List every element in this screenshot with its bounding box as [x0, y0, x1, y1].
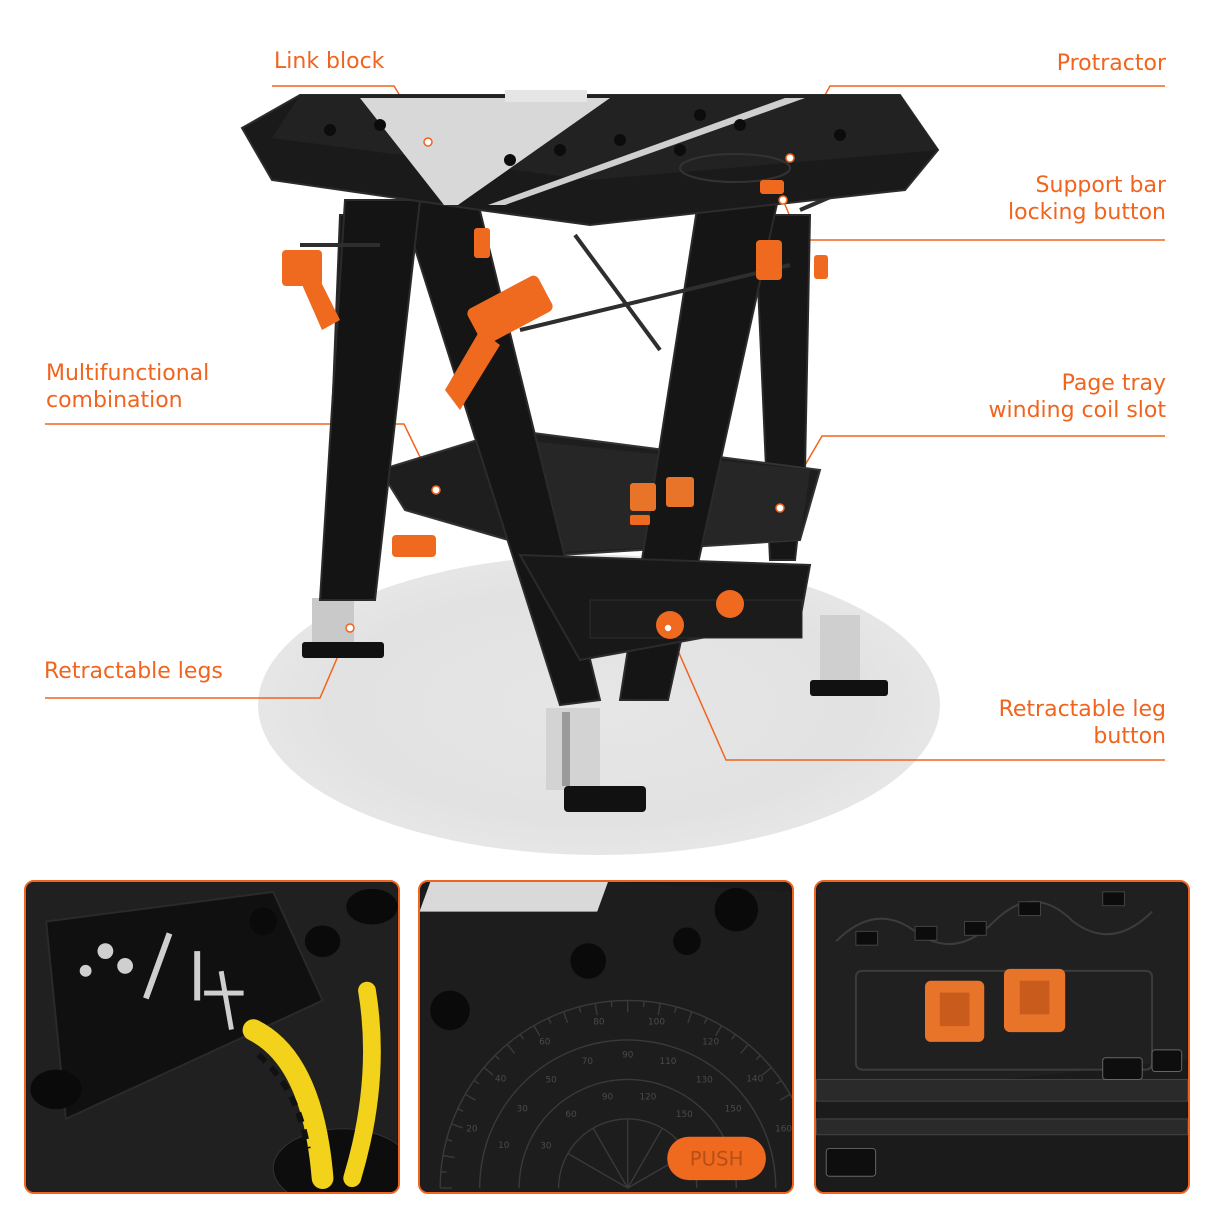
protractor-outer-label: 20 [466, 1124, 478, 1134]
protractor-outer-label: 80 [593, 1018, 605, 1028]
protractor-mid-label: 130 [696, 1076, 713, 1086]
page-tray-illustration [816, 882, 1188, 1192]
protractor-inner-label: 90 [602, 1093, 614, 1103]
protractor-outer-label: 120 [702, 1037, 719, 1047]
protractor-mid-label: 30 [517, 1104, 529, 1114]
callout-multifunctional-combination: Multifunctional combination [46, 361, 210, 413]
detail-panel-page-tray [814, 880, 1190, 1194]
callout-support-bar-locking-button: Support bar locking button [1008, 173, 1166, 225]
protractor-mid-label: 110 [660, 1057, 677, 1067]
protractor-inner-label: 120 [639, 1093, 656, 1103]
protractor-inner-label: 60 [565, 1110, 577, 1120]
tool-tray-illustration [26, 882, 398, 1192]
callout-link-block: Link block [274, 49, 385, 74]
workbench-illustration [45, 85, 1165, 812]
protractor-outer-label: 100 [648, 1018, 665, 1028]
callout-page-tray-winding-coil-slot: Page tray winding coil slot [988, 371, 1166, 423]
protractor-inner-label: 150 [676, 1110, 693, 1120]
protractor-outer-label: 40 [495, 1074, 507, 1084]
protractor-mid-label: 70 [582, 1057, 594, 1067]
detail-panel-protractor: 20 40 60 80 100 120 140 160 10 30 50 70 90 110 130 150 1… [418, 880, 794, 1194]
detail-panel-tool-tray [24, 880, 400, 1194]
protractor-mid-label: 150 [725, 1104, 742, 1114]
callout-retractable-legs: Retractable legs [44, 659, 223, 684]
protractor-outer-label: 160 [775, 1124, 792, 1134]
protractor-illustration: 20 40 60 80 100 120 140 160 10 30 50 70 90 110 130 150 1… [420, 882, 792, 1192]
push-button-label: PUSH [690, 1147, 744, 1170]
protractor-inner-label: 30 [540, 1142, 552, 1152]
protractor-mid-label: 10 [498, 1141, 510, 1151]
callout-protractor: Protractor [1056, 51, 1166, 76]
callout-retractable-leg-button: Retractable leg button [998, 697, 1166, 749]
protractor-mid-label: 90 [622, 1051, 634, 1061]
protractor-outer-label: 140 [746, 1074, 763, 1084]
protractor-outer-label: 60 [539, 1037, 551, 1047]
protractor-mid-label: 50 [545, 1076, 557, 1086]
